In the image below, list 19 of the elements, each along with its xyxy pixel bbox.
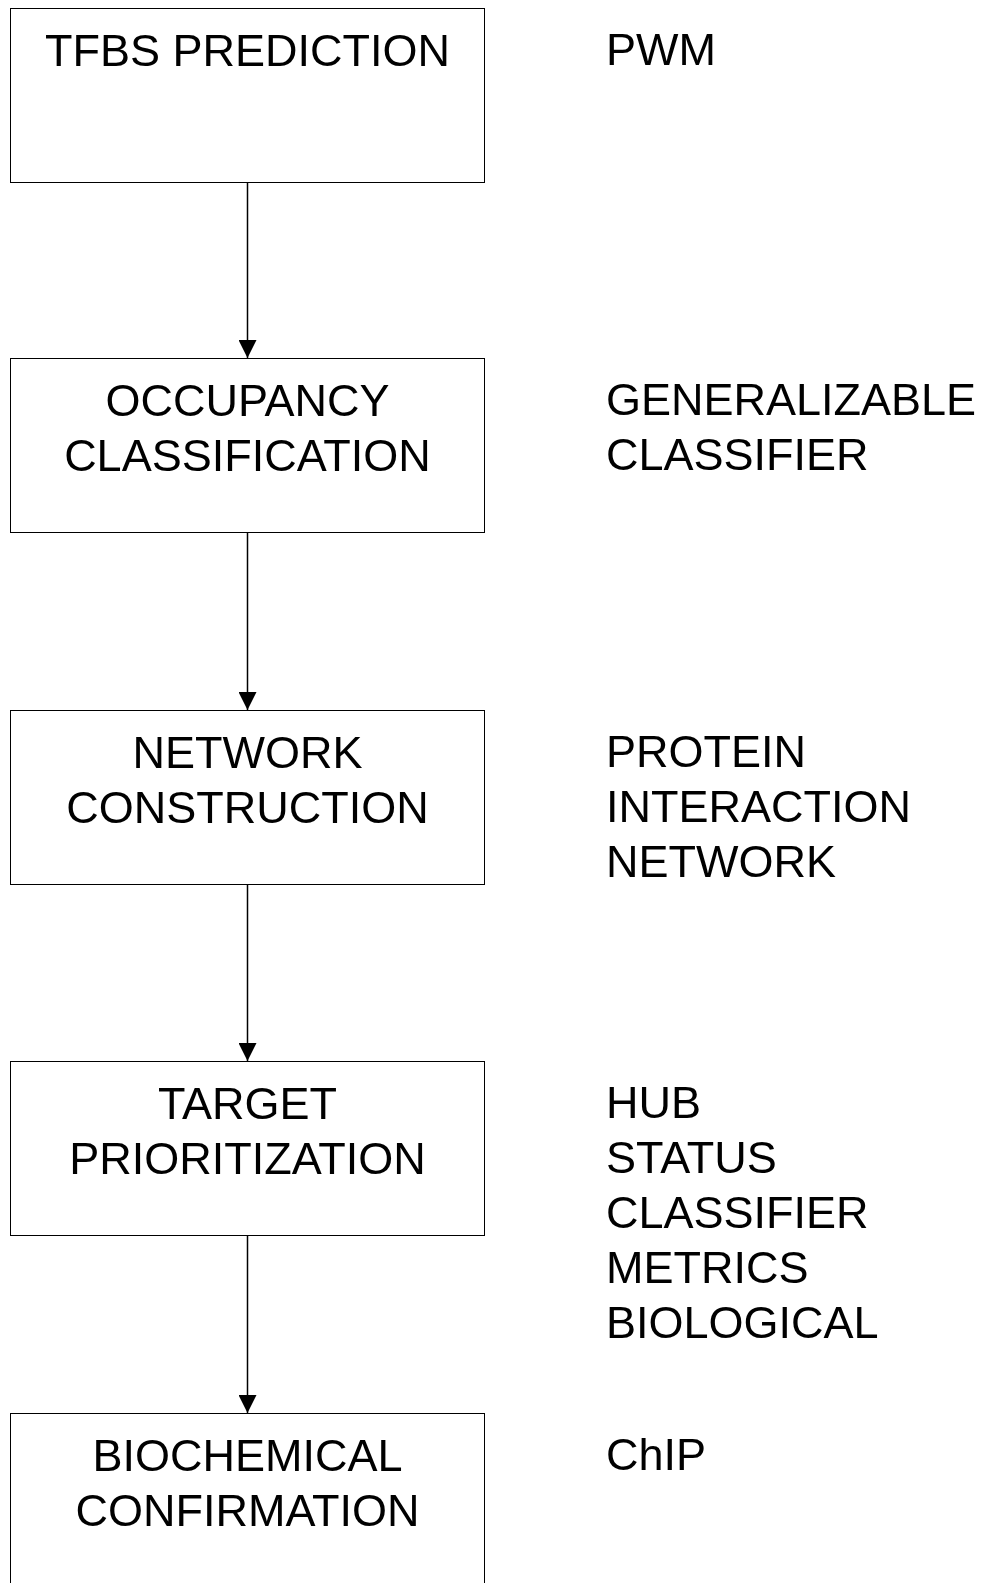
process-box bbox=[10, 1413, 485, 1583]
arrow bbox=[238, 1235, 257, 1414]
method-note: PROTEIN INTERACTION NETWORK bbox=[606, 725, 911, 889]
method-note: GENERALIZABLE CLASSIFIER bbox=[606, 373, 977, 482]
process-box bbox=[10, 8, 485, 183]
step-label: TFBS PREDICTION bbox=[45, 24, 450, 78]
method-note: PWM bbox=[606, 23, 716, 77]
method-note: ChIP bbox=[606, 1428, 707, 1482]
arrow bbox=[238, 532, 257, 711]
step-label: BIOCHEMICAL CONFIRMATION bbox=[74, 1429, 421, 1538]
process-box bbox=[10, 1061, 485, 1236]
process-box bbox=[10, 710, 485, 885]
step-label: OCCUPANCY CLASSIFICATION bbox=[63, 374, 432, 483]
arrow bbox=[238, 182, 257, 359]
step-label: TARGET PRIORITIZATION bbox=[68, 1077, 427, 1186]
step-label: NETWORK CONSTRUCTION bbox=[65, 726, 430, 835]
method-note: HUB STATUS CLASSIFIER METRICS BIOLOGICAL bbox=[606, 1076, 879, 1350]
arrow bbox=[238, 884, 257, 1062]
process-box bbox=[10, 358, 485, 533]
